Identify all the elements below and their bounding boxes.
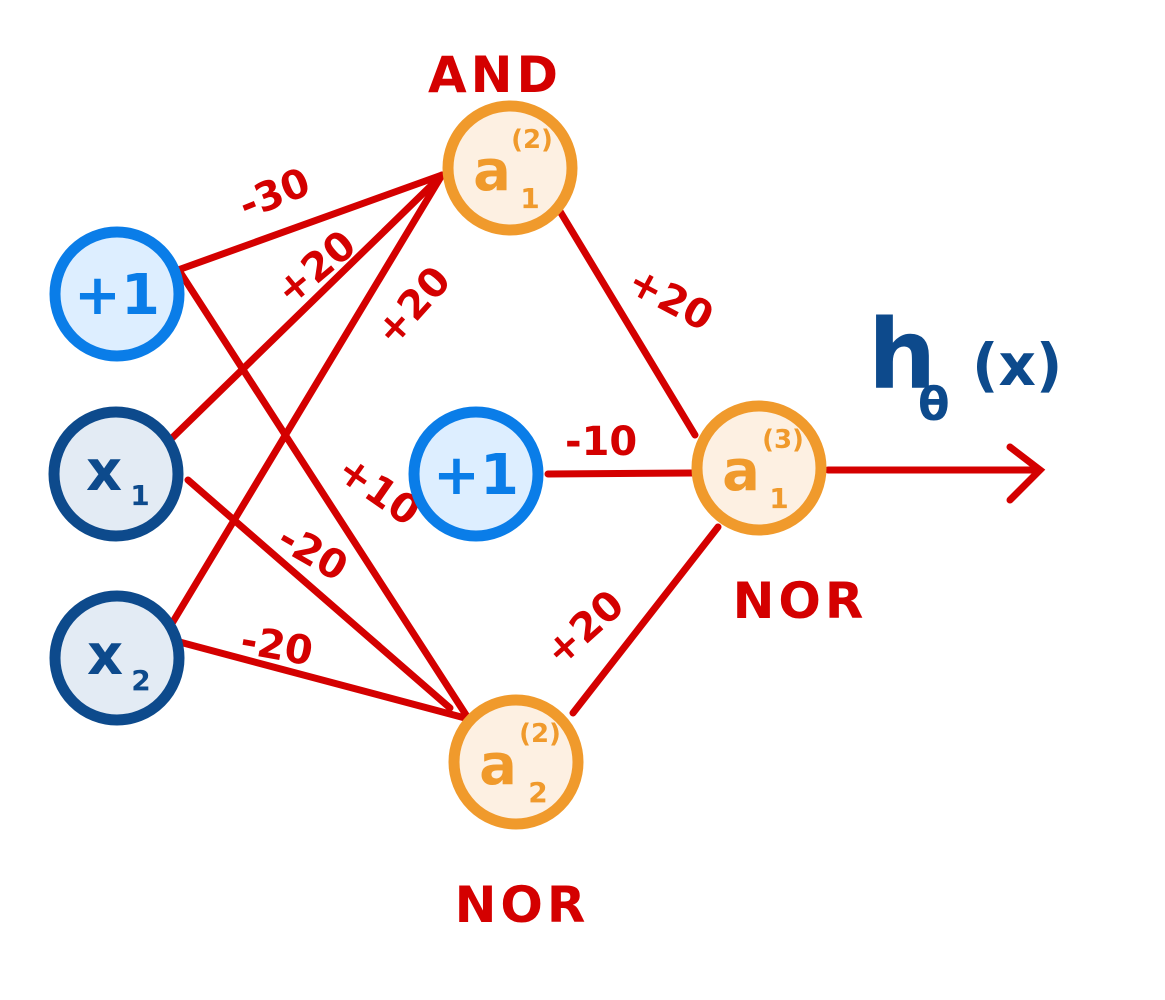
input-x1-subscript: 1 xyxy=(130,479,149,512)
hidden-a1-base: a xyxy=(473,139,511,204)
output-a1-node: a (3) 1 xyxy=(691,400,827,536)
edge-x2-to-a2 xyxy=(168,636,469,722)
input-bias-label: +1 xyxy=(74,263,160,328)
weight-x2-a2: -20 xyxy=(237,617,316,675)
input-bias-node: +1 xyxy=(49,226,185,362)
input-x2-base: x xyxy=(87,623,123,688)
hypothesis-h: h xyxy=(868,299,936,411)
hidden-a1-superscript: (2) xyxy=(511,125,553,155)
edge-a1-to-output xyxy=(554,204,699,439)
edge-x1-to-a1 xyxy=(166,171,446,444)
input-x1-base: x xyxy=(86,439,122,504)
gate-label-nor-hidden: NOR xyxy=(455,876,590,934)
output-a1-subscript: 1 xyxy=(769,482,788,515)
hidden-a1-node: a (2) 1 xyxy=(442,100,578,236)
output-arrow-head xyxy=(1006,443,1046,504)
weight-a2-output: +20 xyxy=(536,581,633,675)
weight-bias-a1: -30 xyxy=(232,159,316,229)
edge-hbias-to-output xyxy=(544,469,696,478)
input-x2-node: x 2 xyxy=(49,590,185,726)
hidden-bias-label: +1 xyxy=(433,443,519,508)
hypothesis-label: h θ (x) xyxy=(868,299,1062,431)
edge-x2-to-a1 xyxy=(164,171,446,634)
edge-bias-to-a1 xyxy=(174,171,446,274)
hidden-bias-node: +1 xyxy=(408,406,544,542)
hidden-a2-superscript: (2) xyxy=(519,719,561,749)
hidden-a1-subscript: 1 xyxy=(520,182,539,215)
gate-label-and: AND xyxy=(428,46,562,104)
edge-a2-to-output xyxy=(569,523,722,717)
hidden-a2-subscript: 2 xyxy=(528,776,547,809)
gate-label-nor-output: NOR xyxy=(733,572,868,630)
edge-x1-to-a2 xyxy=(184,476,454,712)
input-x1-node: x 1 xyxy=(48,406,184,542)
output-a1-superscript: (3) xyxy=(762,425,804,455)
input-x2-subscript: 2 xyxy=(131,664,150,697)
hidden-a2-base: a xyxy=(479,733,517,798)
weight-hbias-output: -10 xyxy=(565,419,637,465)
hidden-a2-node: a (2) 2 xyxy=(448,694,584,830)
hypothesis-theta: θ xyxy=(918,377,950,431)
hypothesis-arg: (x) xyxy=(972,331,1062,399)
output-a1-base: a xyxy=(722,439,760,504)
weight-a1-output: +20 xyxy=(620,258,720,340)
edge-bias-to-a2 xyxy=(176,268,472,722)
